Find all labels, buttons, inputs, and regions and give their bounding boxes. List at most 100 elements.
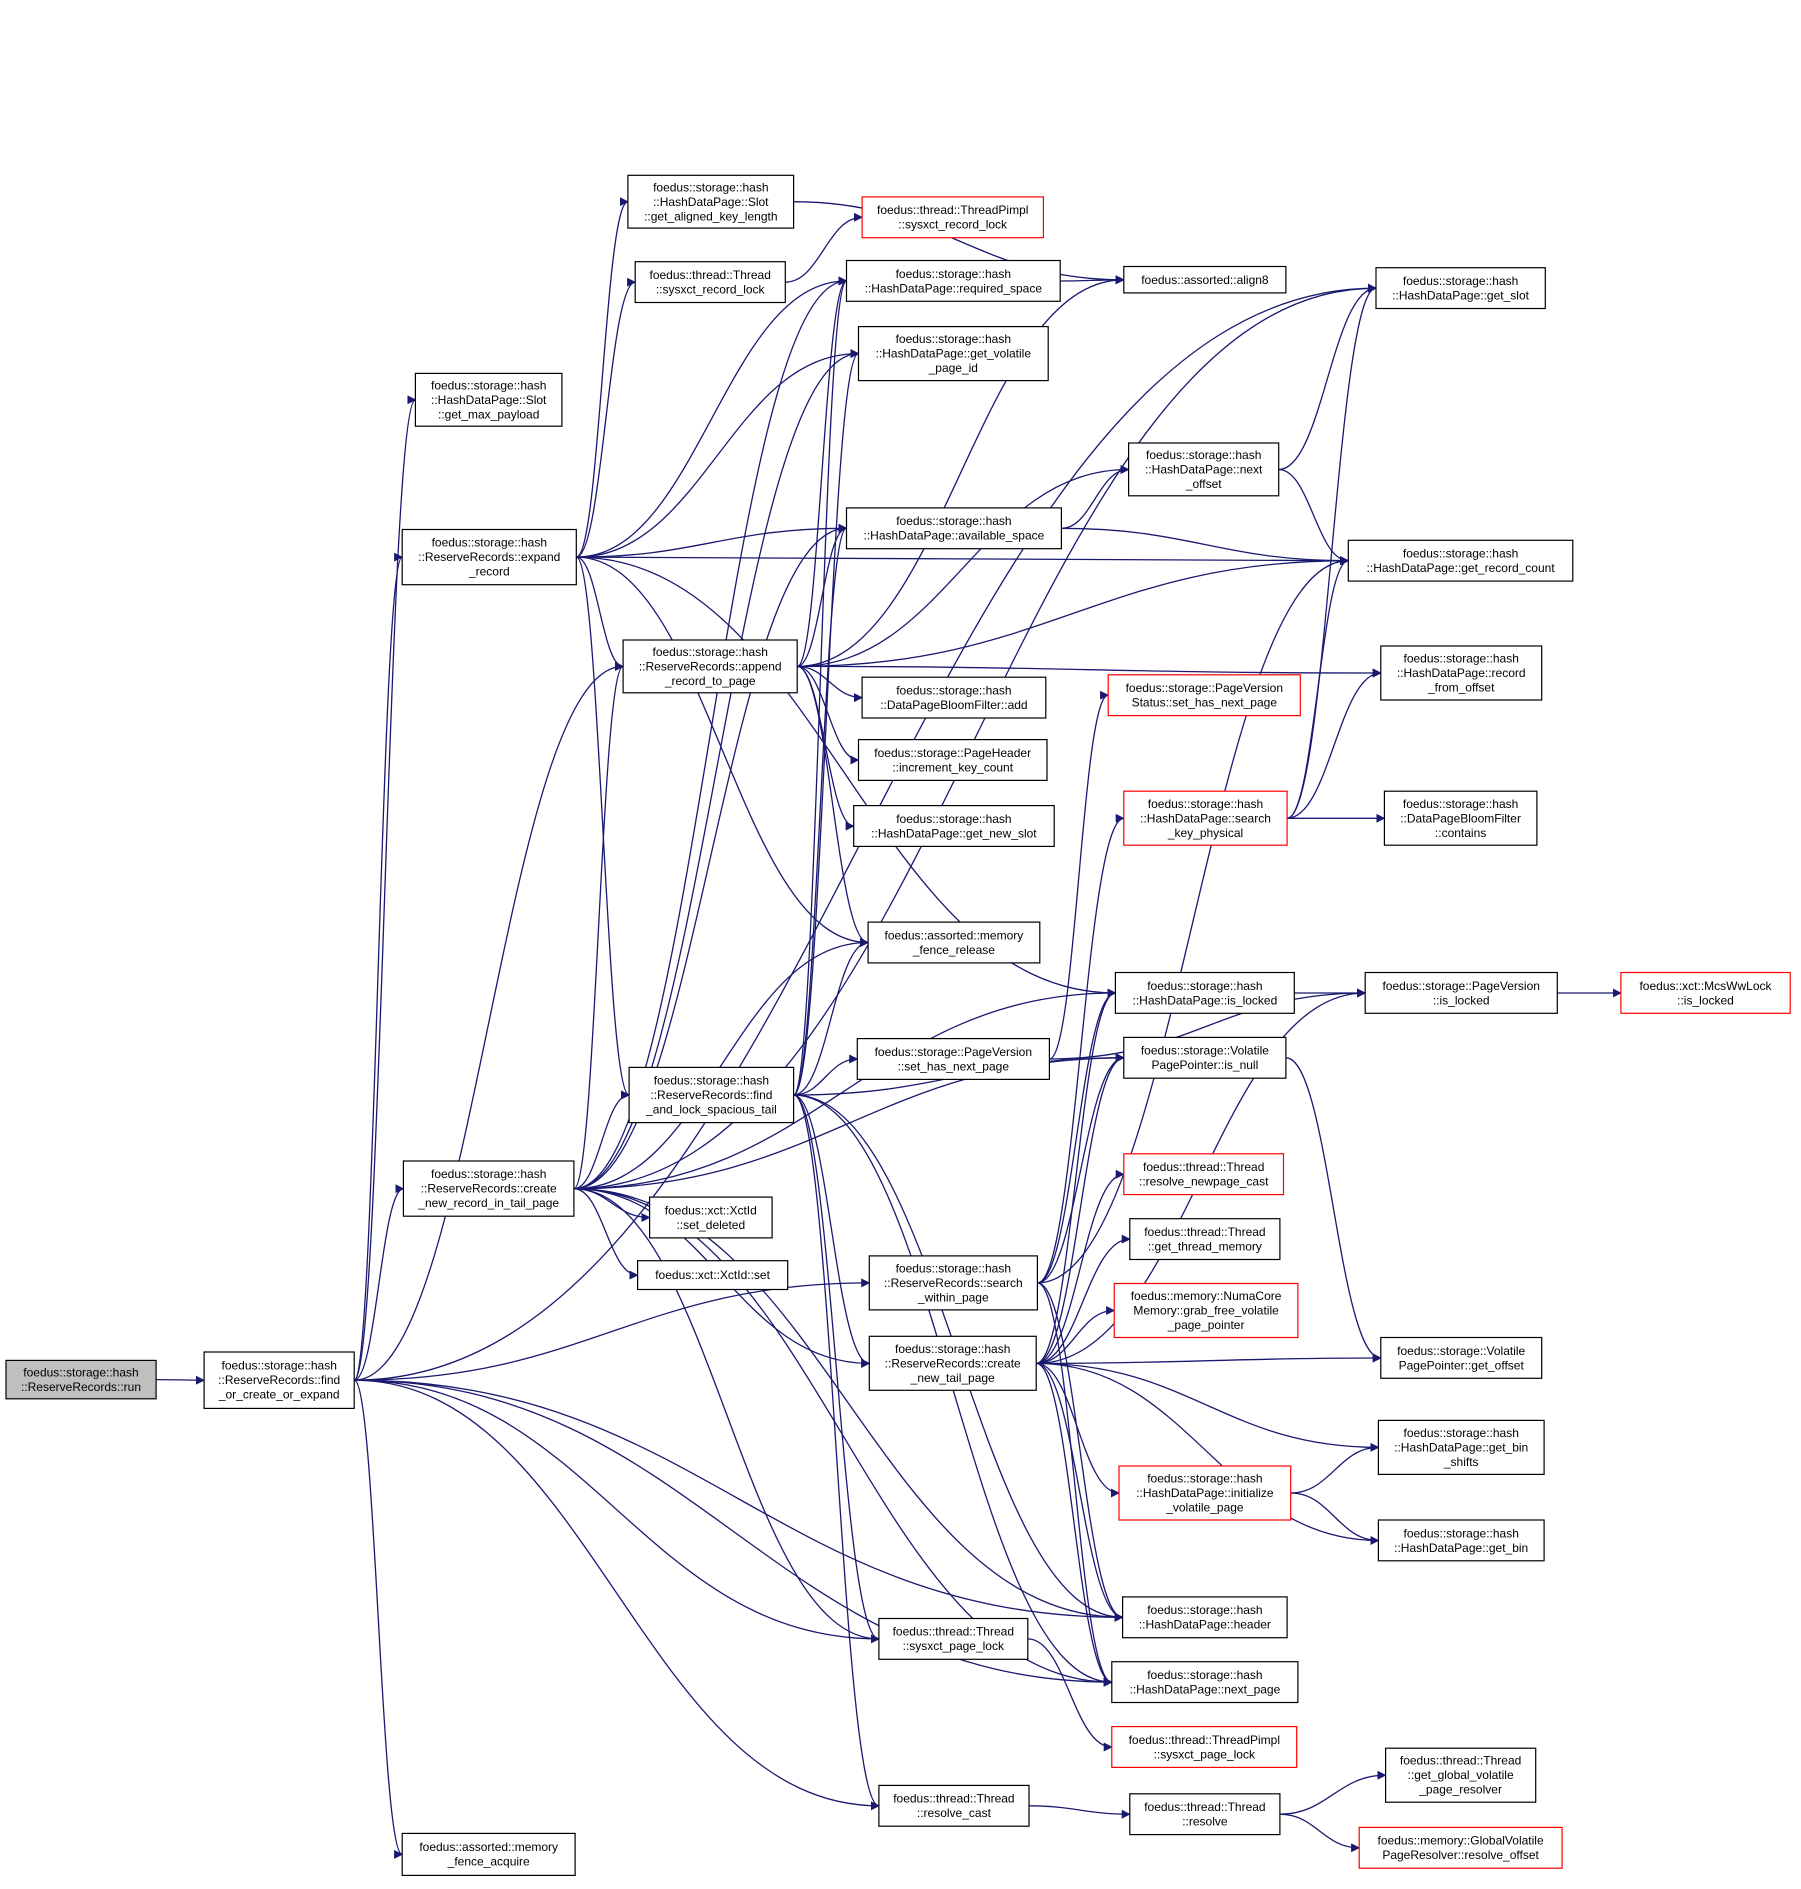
node-bloom_add[interactable]: foedus::storage::hash::DataPageBloomFilt… <box>861 676 1047 719</box>
node-label-line: _or_create_or_expand <box>218 1388 340 1402</box>
node-get_aligned_key_length[interactable]: foedus::storage::hash::HashDataPage::Slo… <box>627 174 795 229</box>
node-get_volatile_page_id[interactable]: foedus::storage::hash::HashDataPage::get… <box>857 326 1049 382</box>
edge-find_or_create-to-hdp_next_page <box>354 1379 1113 1687</box>
node-find_or_create[interactable]: foedus::storage::hash::ReserveRecords::f… <box>203 1351 355 1410</box>
node-label-line: ::HashDataPage::get_new_slot <box>871 826 1037 840</box>
edge-search_within_page-to-hdp_next_page <box>1037 1282 1113 1687</box>
node-label-line: ::ReserveRecords::search <box>884 1276 1023 1290</box>
node-get_global_volatile[interactable]: foedus::thread::Thread::get_global_volat… <box>1384 1747 1537 1803</box>
edge-find_and_lock-to-get_volatile_page_id <box>793 349 860 1096</box>
node-resolve_offset[interactable]: foedus::memory::GlobalVolatilePageResolv… <box>1358 1826 1563 1869</box>
node-box <box>1377 1419 1545 1476</box>
node-initialize_volatile_page[interactable]: foedus::storage::hash::HashDataPage::ini… <box>1118 1465 1292 1521</box>
node-resolve_cast[interactable]: foedus::thread::Thread::resolve_cast <box>878 1784 1030 1827</box>
node-memory_fence_release[interactable]: foedus::assorted::memory_fence_release <box>867 921 1041 964</box>
node-hdp_next_page[interactable]: foedus::storage::hash::HashDataPage::nex… <box>1111 1661 1299 1704</box>
node-bloom_contains[interactable]: foedus::storage::hash::DataPageBloomFilt… <box>1383 790 1538 846</box>
edge-find_and_lock-to-resolve_cast <box>793 1094 880 1811</box>
node-available_space[interactable]: foedus::storage::hash::HashDataPage::ava… <box>845 507 1062 550</box>
node-required_space[interactable]: foedus::storage::hash::HashDataPage::req… <box>845 259 1061 302</box>
node-pimpl_sysxct_record_lock[interactable]: foedus::thread::ThreadPimpl::sysxct_reco… <box>861 196 1044 239</box>
node-box <box>1123 1036 1287 1079</box>
node-get_max_payload[interactable]: foedus::storage::hash::HashDataPage::Slo… <box>414 372 563 427</box>
node-get_thread_memory[interactable]: foedus::thread::Thread::get_thread_memor… <box>1129 1218 1281 1261</box>
edge-expand_record-to-get_record_count <box>576 556 1350 566</box>
node-resolve_newpage_cast[interactable]: foedus::thread::Thread::resolve_newpage_… <box>1123 1153 1285 1196</box>
node-search_within_page[interactable]: foedus::storage::hash::ReserveRecords::s… <box>868 1255 1038 1311</box>
node-memory_fence_acquire[interactable]: foedus::assorted::memory_fence_acquire <box>401 1832 576 1877</box>
node-next_offset[interactable]: foedus::storage::hash::HashDataPage::nex… <box>1127 442 1280 497</box>
node-search_key_physical[interactable]: foedus::storage::hash::HashDataPage::sea… <box>1123 790 1288 846</box>
node-thread_sysxct_record_lock[interactable]: foedus::thread::Thread::sysxct_record_lo… <box>634 261 786 304</box>
node-xctid_set[interactable]: foedus::xct::XctId::set <box>636 1260 789 1291</box>
edge-search_within_page-to-search_key_physical <box>1037 813 1125 1284</box>
node-get_slot[interactable]: foedus::storage::hash::HashDataPage::get… <box>1375 267 1546 310</box>
node-label-line: _page_pointer <box>1167 1318 1245 1332</box>
node-label-line: foedus::storage::hash <box>1147 1472 1262 1486</box>
node-create_new_record[interactable]: foedus::storage::hash::ReserveRecords::c… <box>402 1160 575 1217</box>
node-hdp_is_locked[interactable]: foedus::storage::hash::HashDataPage::is_… <box>1114 971 1295 1014</box>
node-vpp_get_offset[interactable]: foedus::storage::VolatilePagePointer::ge… <box>1380 1336 1543 1379</box>
edge-search_within_page-to-hdp_is_locked <box>1037 988 1117 1284</box>
node-box <box>856 1037 1050 1080</box>
node-box <box>878 1617 1029 1660</box>
edge-create_new_tail_page-to-get_thread_memory <box>1036 1234 1131 1365</box>
node-label-line: foedus::storage::hash <box>652 645 767 659</box>
node-label-line: ::set_has_next_page <box>898 1059 1010 1073</box>
node-label-line: foedus::thread::Thread <box>1143 1160 1264 1174</box>
node-thread_resolve[interactable]: foedus::thread::Thread::resolve <box>1129 1793 1281 1836</box>
node-label-line: _within_page <box>917 1291 989 1305</box>
node-align8[interactable]: foedus::assorted::align8 <box>1123 265 1287 294</box>
edge-thread_resolve-to-get_global_volatile <box>1279 1770 1387 1815</box>
node-create_new_tail_page[interactable]: foedus::storage::hash::ReserveRecords::c… <box>868 1335 1037 1391</box>
edge-create_new_tail_page-to-grab_free_volatile <box>1036 1306 1116 1365</box>
node-expand_record[interactable]: foedus::storage::hash::ReserveRecords::e… <box>401 528 577 586</box>
node-box <box>1111 1725 1298 1768</box>
edge-find_or_create-to-memory_fence_acquire <box>353 1379 404 1859</box>
node-label-line: foedus::thread::Thread <box>893 1792 1014 1806</box>
edge-layer <box>156 197 1622 1859</box>
node-box <box>401 1832 576 1877</box>
node-label-line: ::HashDataPage::next_page <box>1130 1682 1281 1696</box>
edge-create_new_record-to-get_slot <box>573 283 1377 1190</box>
node-box <box>1384 1747 1537 1803</box>
node-label-line: ::ReserveRecords::create <box>885 1356 1021 1370</box>
node-label-line: PageResolver::resolve_offset <box>1382 1848 1539 1862</box>
edge-next_offset-to-get_slot <box>1278 283 1377 471</box>
node-label-line: foedus::assorted::align8 <box>1141 273 1269 287</box>
node-get_record_count[interactable]: foedus::storage::hash::HashDataPage::get… <box>1347 539 1574 582</box>
edge-expand_record-to-memory_fence_release <box>576 556 869 947</box>
node-label-line: _offset <box>1185 477 1222 491</box>
node-grab_free_volatile[interactable]: foedus::memory::NumaCoreMemory::grab_fre… <box>1113 1282 1299 1339</box>
node-get_new_slot[interactable]: foedus::storage::hash::HashDataPage::get… <box>853 804 1055 847</box>
edge-sysxct_page_lock-to-pimpl_sysxct_page_lock <box>1027 1638 1113 1752</box>
node-label-line: foedus::storage::hash <box>1148 797 1263 811</box>
node-box <box>1114 971 1295 1014</box>
node-label-line: ::HashDataPage::Slot <box>431 393 547 407</box>
node-hdp_header[interactable]: foedus::storage::hash::HashDataPage::hea… <box>1121 1596 1288 1639</box>
node-box <box>853 804 1055 847</box>
node-run[interactable]: foedus::storage::hash::ReserveRecords::r… <box>5 1359 157 1400</box>
node-label-line: foedus::storage::hash <box>1146 448 1261 462</box>
node-set_has_next_page[interactable]: foedus::storage::PageVersion::set_has_ne… <box>856 1037 1050 1080</box>
node-record_from_offset[interactable]: foedus::storage::hash::HashDataPage::rec… <box>1380 645 1543 701</box>
node-label-line: foedus::storage::hash <box>1403 797 1518 811</box>
node-sysxct_page_lock[interactable]: foedus::thread::Thread::sysxct_page_lock <box>878 1617 1029 1660</box>
node-append_record[interactable]: foedus::storage::hash::ReserveRecords::a… <box>622 639 798 694</box>
node-box <box>1129 1218 1281 1261</box>
node-box <box>1118 1465 1292 1521</box>
edge-expand_record-to-thread_sysxct_record_lock <box>576 277 637 558</box>
node-xctid_set_deleted[interactable]: foedus::xct::XctId::set_deleted <box>648 1196 773 1239</box>
node-label-line: foedus::xct::McsWwLock <box>1639 979 1772 993</box>
node-get_bin[interactable]: foedus::storage::hash::HashDataPage::get… <box>1377 1519 1545 1562</box>
node-pageversion_is_locked[interactable]: foedus::storage::PageVersion::is_locked <box>1364 971 1558 1014</box>
node-find_and_lock[interactable]: foedus::storage::hash::ReserveRecords::f… <box>628 1066 795 1124</box>
node-mcs_is_locked[interactable]: foedus::xct::McsWwLock::is_locked <box>1620 971 1791 1014</box>
edge-find_or_create-to-sysxct_page_lock <box>354 1379 880 1644</box>
node-vpp_is_null[interactable]: foedus::storage::VolatilePagePointer::is… <box>1123 1036 1287 1079</box>
node-status_set_has_next_page[interactable]: foedus::storage::PageVersionStatus::set_… <box>1107 674 1301 717</box>
node-increment_key_count[interactable]: foedus::storage::PageHeader::increment_k… <box>857 738 1048 781</box>
node-get_bin_shifts[interactable]: foedus::storage::hash::HashDataPage::get… <box>1377 1419 1545 1476</box>
node-pimpl_sysxct_page_lock[interactable]: foedus::thread::ThreadPimpl::sysxct_page… <box>1111 1725 1298 1768</box>
edge-create_new_record-to-append_record <box>573 662 624 1190</box>
